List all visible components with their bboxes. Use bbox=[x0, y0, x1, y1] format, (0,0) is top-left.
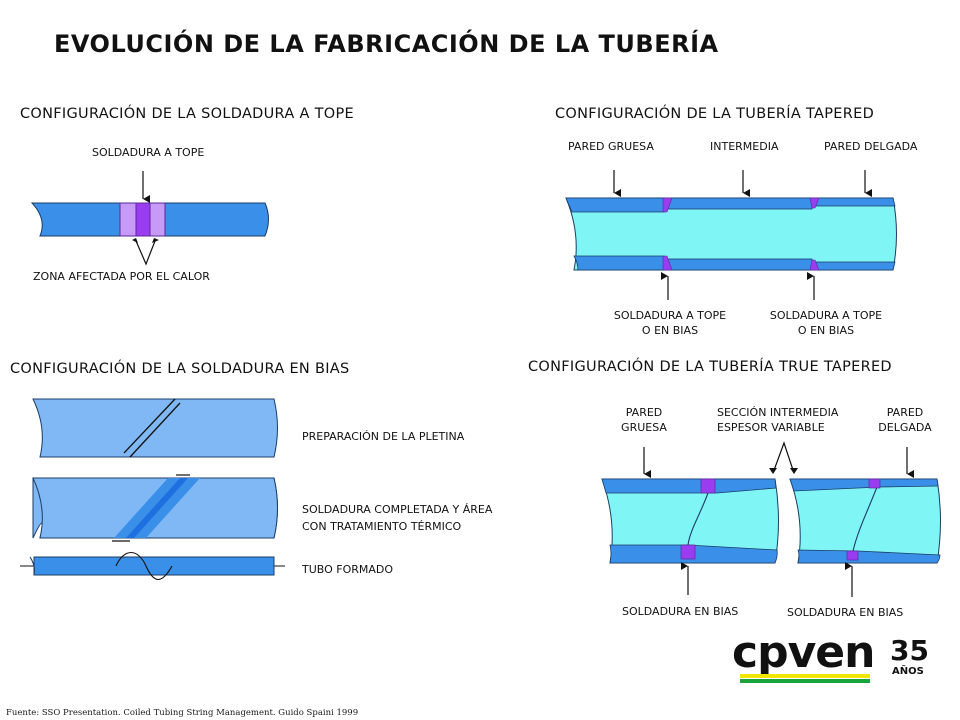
butt-weld-label: SOLDADURA A TOPE bbox=[92, 146, 205, 159]
source-citation: Fuente: SSO Presentation. Coiled Tubing … bbox=[6, 708, 359, 718]
true-tapered-weld-1-bottom bbox=[680, 544, 696, 560]
butt-weld-heading: CONFIGURACIÓN DE LA SOLDADURA A TOPE bbox=[20, 106, 354, 122]
bias-weld-heading: CONFIGURACIÓN DE LA SOLDADURA EN BIAS bbox=[10, 361, 350, 377]
true-tapered-weld-2-bottom bbox=[846, 550, 859, 561]
tapered-thick-label: PARED GRUESA bbox=[568, 140, 654, 153]
tapered-mid-label: INTERMEDIA bbox=[710, 140, 779, 153]
tapered-pipe bbox=[565, 197, 897, 271]
logo-brand-text: cpven bbox=[732, 627, 874, 678]
bias-step1-label: PREPARACIÓN DE LA PLETINA bbox=[302, 430, 465, 443]
tapered-weld-1-top bbox=[662, 197, 673, 213]
tapered-heading: CONFIGURACIÓN DE LA TUBERÍA TAPERED bbox=[555, 106, 875, 122]
heat-affected-zone-label: ZONA AFECTADA POR EL CALOR bbox=[33, 270, 210, 283]
butt-weld-pipe bbox=[30, 202, 269, 237]
true-tapered-weld-1-top bbox=[700, 478, 716, 494]
butt-weld-seam bbox=[135, 202, 151, 237]
tapered-weld-1-bottom bbox=[662, 255, 673, 271]
true-tapered-pipe-right bbox=[789, 478, 941, 564]
true-tapered-pipe-left bbox=[601, 478, 779, 564]
bias-step-preparation bbox=[32, 398, 278, 458]
bias-step3-label: TUBO FORMADO bbox=[302, 563, 394, 576]
true-tapered-heading: CONFIGURACIÓN DE LA TUBERÍA TRUE TAPERED bbox=[528, 359, 892, 375]
logo-years-number: 35 bbox=[890, 634, 929, 667]
true-tapered-weld1-label: SOLDADURA EN BIAS bbox=[622, 605, 739, 618]
true-tapered-weld2-label: SOLDADURA EN BIAS bbox=[787, 606, 904, 619]
tapered-weld-2-top bbox=[809, 197, 820, 209]
cpven-logo: cpven 35 AÑOS bbox=[732, 627, 929, 683]
true-tapered-weld-2-top bbox=[868, 478, 881, 489]
bias-step2-label-line1: SOLDADURA COMPLETADA Y ÁREA bbox=[302, 503, 493, 516]
haz-arrows bbox=[135, 240, 156, 266]
tapered-weld-2-bottom bbox=[809, 259, 820, 271]
bias-step2-label-line2: CON TRATAMIENTO TÉRMICO bbox=[302, 520, 462, 533]
logo-years-word: AÑOS bbox=[892, 664, 924, 677]
tapered-thin-label: PARED DELGADA bbox=[824, 140, 918, 153]
bias-step-formed-tube bbox=[20, 551, 285, 581]
bias-step-welded bbox=[32, 474, 278, 542]
page-title: EVOLUCIÓN DE LA FABRICACIÓN DE LA TUBERÍ… bbox=[54, 30, 719, 58]
